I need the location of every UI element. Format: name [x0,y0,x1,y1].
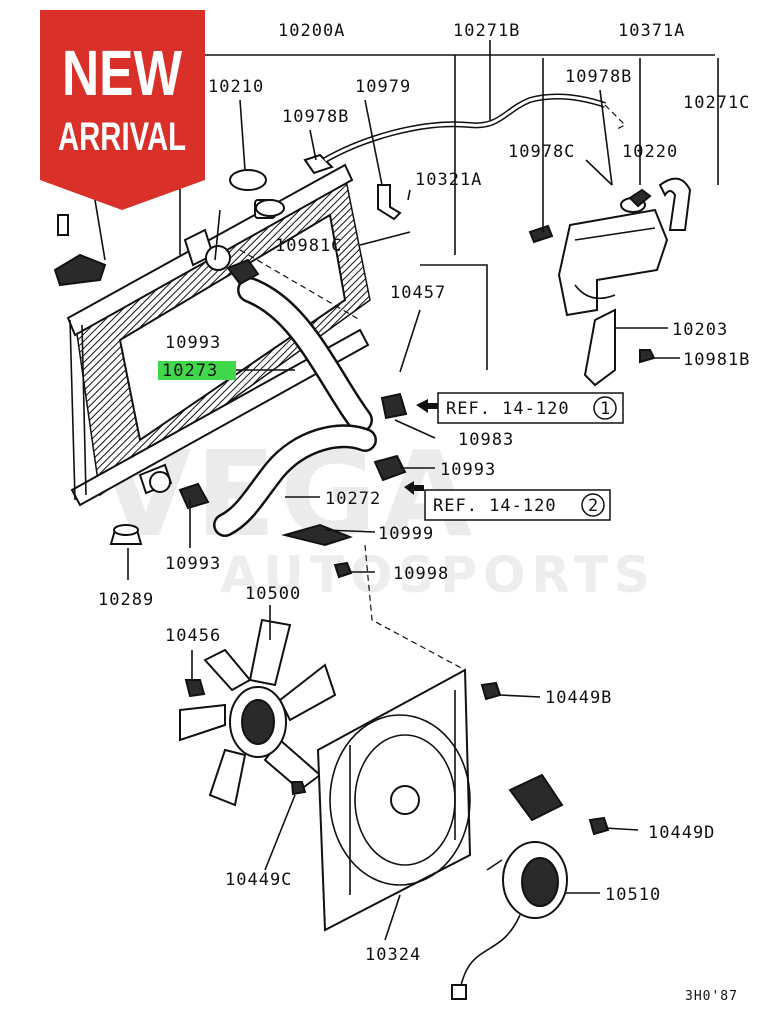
ref2-text: REF. 14-120 [433,496,557,516]
label-10983: 10983 [458,430,514,450]
radiator-cap [229,169,267,191]
shroud-bolt-b [480,681,502,701]
hose-clip [377,184,402,221]
hose-clamp-mid [380,392,408,420]
label-10456: 10456 [165,626,221,646]
label-10993-a: 10993 [165,333,221,353]
label-10200A: 10200A [278,21,345,41]
label-10220: 10220 [622,142,678,162]
badge-line1: NEW [62,37,182,109]
part-labels: 10200A 10271B 10371A 10210 10979 10978B … [98,21,750,1004]
label-10981B: 10981B [683,350,750,370]
label-10457: 10457 [390,283,446,303]
drain-plug [57,214,69,236]
label-10981C: 10981C [275,236,342,256]
hose-clamp-upper [226,258,260,286]
fan-nut [184,679,206,698]
shroud-bolt-d [588,816,610,836]
label-10449D: 10449D [648,823,715,843]
label-10978C: 10978C [508,142,575,162]
ref2-number: 2 [588,496,599,516]
label-10449B: 10449B [545,688,612,708]
label-10979: 10979 [355,77,411,97]
label-10510: 10510 [605,885,661,905]
bolt-10998 [333,561,353,579]
diagram-code: 3H0'87 [685,989,738,1004]
ref1-box [437,392,624,424]
label-10999: 10999 [378,524,434,544]
fan-motor [451,773,568,1000]
hose-clamp-lower [373,454,407,482]
label-10271B: 10271B [453,21,520,41]
label-10993-c: 10993 [165,554,221,574]
ref1-circle [593,396,617,420]
bracket-left [53,253,107,287]
label-10449C: 10449C [225,870,292,890]
tank-clip [528,224,554,244]
new-arrival-badge: NEW ARRIVAL [40,10,205,210]
label-10978B-left: 10978B [282,107,349,127]
label-10289: 10289 [98,590,154,610]
reserve-tank [557,177,692,317]
badge-line2: ARRIVAL [58,115,186,159]
cooling-fan [179,618,337,807]
ref2-circle [581,493,605,517]
label-10321A: 10321A [415,170,482,190]
label-10371A: 10371A [618,21,685,41]
ref1-number: 1 [600,399,611,419]
label-10203: 10203 [672,320,728,340]
tank-bolt [639,349,656,364]
ref1-arrow [416,399,438,413]
label-10273: 10273 [162,361,218,381]
part-highlight [158,361,236,380]
hose-clamp-bottom [178,482,210,510]
label-10998: 10998 [393,564,449,584]
ref2-arrow [404,481,424,495]
label-10271C: 10271C [683,93,750,113]
label-10272: 10272 [325,489,381,509]
ref2-box [424,489,611,521]
watermark-subtitle: AUTOSPORTS [220,546,656,604]
label-10978B-top: 10978B [565,67,632,87]
radiator [66,153,371,507]
label-10210: 10210 [208,77,264,97]
ref1-text: REF. 14-120 [446,399,570,419]
tank-bracket [583,308,616,387]
label-10993-b: 10993 [440,460,496,480]
hose-bracket [281,523,353,547]
fan-shroud [316,668,472,932]
label-10324: 10324 [365,945,421,965]
shroud-bolt-c [290,781,307,796]
label-10500: 10500 [245,584,301,604]
